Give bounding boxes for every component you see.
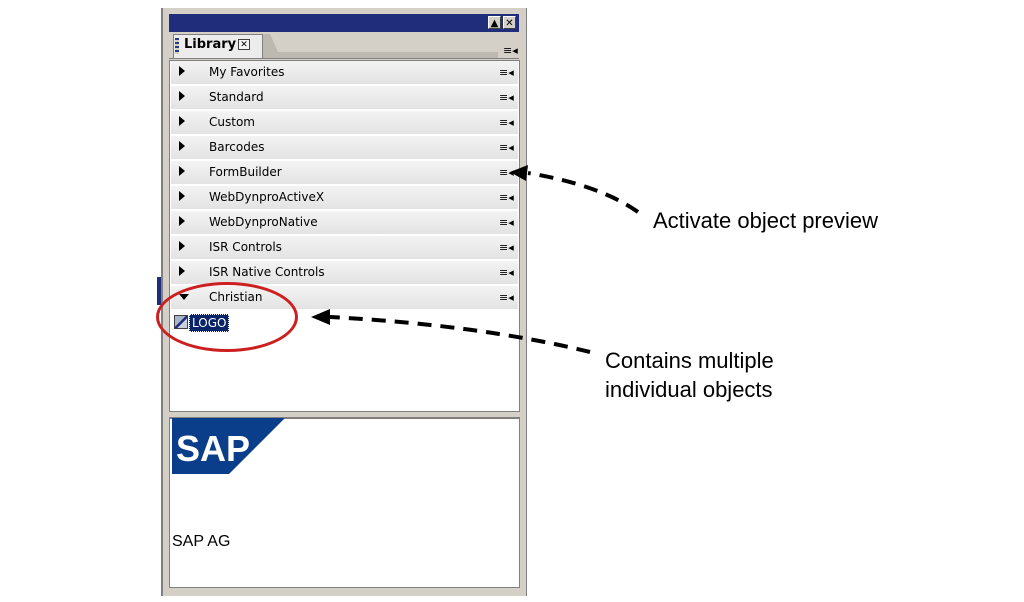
category-menu-icon[interactable]: ≡◂: [499, 141, 514, 154]
category-menu-icon[interactable]: ≡◂: [499, 216, 514, 229]
category-row[interactable]: FormBuilder ≡◂: [171, 161, 518, 185]
expand-arrow-icon[interactable]: [179, 91, 185, 101]
category-menu-icon[interactable]: ≡◂: [499, 66, 514, 79]
expand-arrow-icon[interactable]: [179, 166, 185, 176]
category-menu-icon[interactable]: ≡◂: [499, 266, 514, 279]
sap-logo-text: SAP: [176, 428, 250, 469]
category-row[interactable]: Barcodes ≡◂: [171, 136, 518, 160]
preview-splitter[interactable]: [169, 412, 520, 418]
category-label: ISR Controls: [209, 240, 282, 254]
category-row[interactable]: ISR Controls ≡◂: [171, 236, 518, 260]
category-menu-icon[interactable]: ≡◂: [499, 291, 514, 304]
preview-caption: SAP AG: [172, 533, 231, 550]
objects-callout-text-line2: individual objects: [605, 377, 773, 402]
tab-library-label: Library: [184, 37, 237, 52]
category-menu-icon[interactable]: ≡◂: [499, 191, 514, 204]
expand-arrow-icon[interactable]: [179, 141, 185, 151]
expand-arrow-icon[interactable]: [179, 66, 185, 76]
category-row[interactable]: WebDynproActiveX ≡◂: [171, 186, 518, 210]
category-row[interactable]: Standard ≡◂: [171, 86, 518, 110]
palette-menu-icon[interactable]: ≡◂: [503, 44, 518, 57]
category-label: WebDynproActiveX: [209, 190, 325, 204]
palette-titlebar[interactable]: [169, 14, 519, 32]
category-row[interactable]: My Favorites ≡◂: [171, 61, 518, 85]
preview-callout-text: Activate object preview: [653, 208, 878, 233]
expand-arrow-icon[interactable]: [179, 266, 185, 276]
drag-grip-icon[interactable]: [175, 38, 179, 54]
minimize-button[interactable]: ▲: [488, 16, 501, 29]
category-menu-icon[interactable]: ≡◂: [499, 241, 514, 254]
category-label: Custom: [209, 115, 255, 129]
sap-logo: SAP: [172, 418, 285, 474]
category-menu-icon[interactable]: ≡◂: [499, 91, 514, 104]
expand-arrow-icon[interactable]: [179, 116, 185, 126]
category-label: Barcodes: [209, 140, 265, 154]
expand-arrow-icon[interactable]: [179, 216, 185, 226]
category-label: FormBuilder: [209, 165, 282, 179]
window-edge-marker: [157, 277, 161, 305]
category-row[interactable]: Custom ≡◂: [171, 111, 518, 135]
close-button[interactable]: ✕: [503, 16, 516, 29]
expand-arrow-icon[interactable]: [179, 241, 185, 251]
category-row[interactable]: WebDynproNative ≡◂: [171, 211, 518, 235]
expand-arrow-icon[interactable]: [179, 191, 185, 201]
category-label: WebDynproNative: [209, 215, 318, 229]
category-label: ISR Native Controls: [209, 265, 325, 279]
objects-callout-text-line1: Contains multiple: [605, 348, 774, 373]
highlight-ellipse: [156, 282, 298, 352]
category-menu-icon[interactable]: ≡◂: [499, 116, 514, 129]
category-label: Standard: [209, 90, 264, 104]
preview-callout-arrow: [527, 171, 640, 214]
category-row[interactable]: ISR Native Controls ≡◂: [171, 261, 518, 285]
category-label: My Favorites: [209, 65, 285, 79]
category-menu-icon[interactable]: ≡◂: [499, 166, 514, 179]
tab-close-icon[interactable]: ✕: [238, 39, 250, 50]
tab-strip-background: [262, 34, 498, 58]
